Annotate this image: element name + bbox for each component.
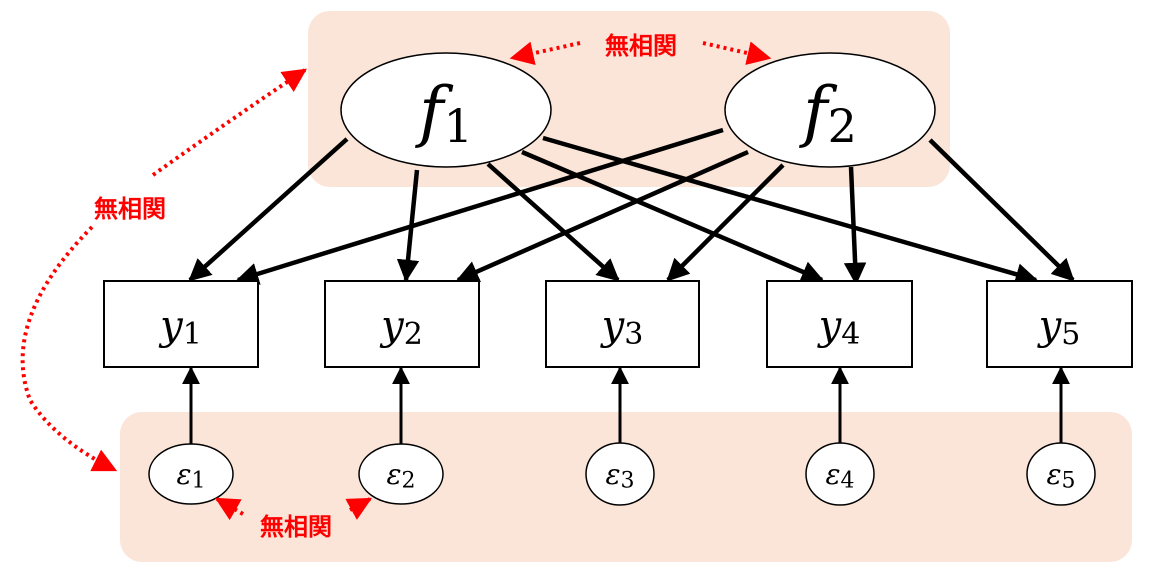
error-ellipse — [805, 442, 875, 506]
observed-node-y2: y2 — [324, 280, 480, 368]
error-node-e1: ε1 — [148, 443, 234, 505]
factor-error-correlation-arrow-down — [20, 225, 118, 472]
observed-label: y3 — [600, 303, 644, 352]
error-ellipse — [585, 442, 655, 506]
loading-edges — [188, 127, 1075, 286]
observed-box — [545, 280, 700, 368]
error-ellipse — [358, 443, 444, 505]
observed-box — [324, 280, 480, 368]
loading-edge-f2-y1 — [235, 127, 724, 285]
factors-uncorrelated-label: 無相関 — [605, 32, 677, 60]
loading-edge-f1-y1 — [188, 137, 349, 282]
observed-box — [766, 280, 913, 368]
observed-node-y1: y1 — [103, 280, 259, 368]
error-label: ε2 — [386, 458, 415, 493]
error-label: ε4 — [825, 458, 854, 493]
error-node-e2: ε2 — [358, 443, 444, 505]
factor-label: f1 — [414, 73, 473, 153]
observed-label: y4 — [817, 303, 861, 352]
observed-node-y4: y4 — [766, 280, 913, 368]
observed-node-y5: y5 — [986, 280, 1133, 368]
loading-edge-f1-y4 — [521, 149, 825, 283]
error-edges — [182, 366, 1070, 444]
factor-correlation-arrow-left — [509, 41, 581, 66]
observed-box — [986, 280, 1133, 368]
loading-edge-f2-y3 — [666, 163, 785, 282]
observed-box — [103, 280, 259, 368]
error-node-e4: ε4 — [805, 442, 875, 506]
error-label: ε1 — [176, 458, 205, 493]
loading-edge-f1-y3 — [486, 162, 620, 282]
error-correlation-arrow-left — [214, 497, 244, 521]
error-ellipse — [1026, 442, 1096, 506]
error-label: ε3 — [605, 458, 634, 493]
factor-error-correlation-arrow-up — [151, 68, 307, 177]
factor-node-f2: f2 — [724, 52, 936, 168]
observed-label: y5 — [1037, 303, 1081, 352]
factor-error-uncorrelated-label: 無相関 — [94, 195, 166, 223]
loading-edge-f2-y2 — [455, 149, 749, 283]
observed-label: y2 — [379, 303, 423, 352]
error-node-e5: ε5 — [1026, 442, 1096, 506]
factor-ellipse — [724, 52, 936, 168]
errors-uncorrelated-label: 無相関 — [260, 513, 332, 541]
loading-edge-f2-y4 — [843, 166, 867, 286]
loading-edge-f2-y5 — [928, 138, 1075, 282]
observed-node-y3: y3 — [545, 280, 700, 368]
factor-node-f1: f1 — [340, 52, 552, 168]
error-label: ε5 — [1046, 458, 1075, 493]
factor-ellipse — [340, 52, 552, 168]
observed-label: y1 — [158, 303, 202, 352]
error-node-e3: ε3 — [585, 442, 655, 506]
factor-correlation-arrow-right — [702, 41, 772, 65]
error-ellipse — [148, 443, 234, 505]
